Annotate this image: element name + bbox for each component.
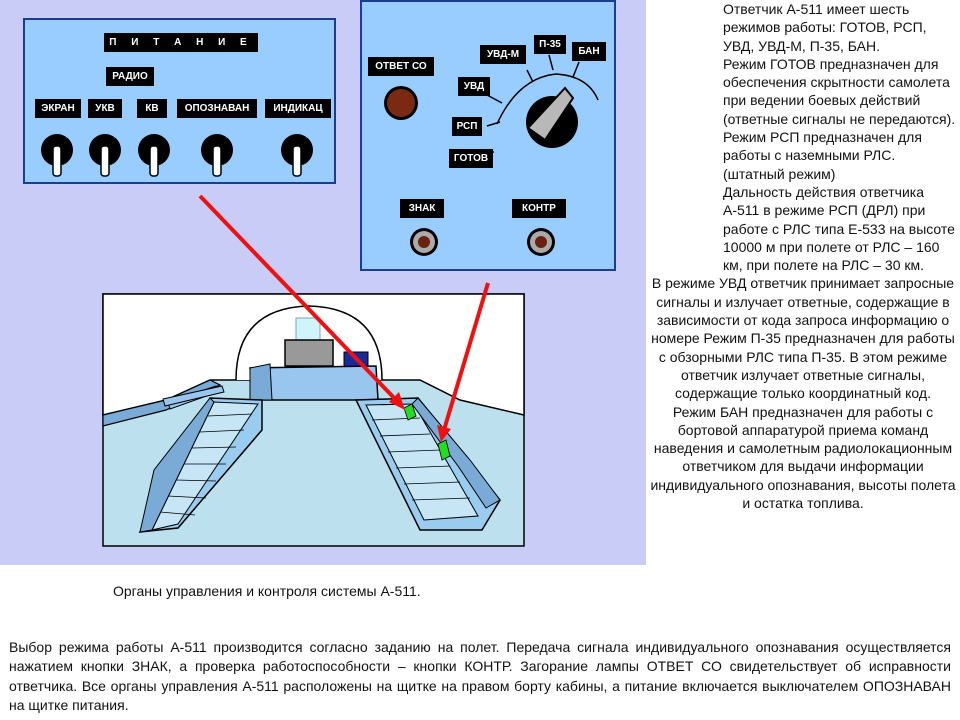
figure-caption: Органы управления и контроля системы А-5… [113, 583, 421, 599]
power-panel: П И Т А Н И Е РАДИО ЭКРАН УКВ КВ ОПОЗНАВ… [23, 18, 336, 184]
ukv-toggle-switch[interactable] [87, 132, 123, 178]
kv-toggle-switch[interactable] [136, 132, 172, 178]
otvet-so-label: ОТВЕТ СО [368, 57, 434, 76]
indikac-label: ИНДИКАЦ [265, 99, 331, 118]
bottom-paragraph: Выбор режима работы А-511 производится с… [9, 639, 951, 714]
mode-rsp-label[interactable]: РСП [452, 117, 482, 136]
desc-para-2: Режим ГОТОВ предназначен для обеспечения… [723, 55, 956, 127]
mode-uvd-label[interactable]: УВД [458, 77, 490, 96]
opoznavan-toggle-switch[interactable] [199, 132, 235, 178]
kontr-label: КОНТР [512, 199, 566, 218]
mode-p35-label[interactable]: П-35 [534, 35, 566, 54]
ukv-label: УКВ [88, 99, 122, 118]
power-title-label: П И Т А Н И Е [104, 33, 258, 52]
desc-para-1: Ответчик А-511 имеет шесть режимов работ… [723, 1, 927, 54]
kv-label: КВ [137, 99, 167, 118]
radio-label: РАДИО [106, 67, 154, 86]
mode-description-text: Ответчик А-511 имеет шесть режимов работ… [646, 0, 960, 595]
desc-para-5: В режиме УВД ответчик принимает запросны… [651, 275, 955, 402]
mode-ban-label[interactable]: БАН [572, 42, 606, 61]
transponder-panel: ОТВЕТ СО ГОТОВ РСП УВД УВД-М П-35 БАН ЗН… [360, 0, 616, 271]
mode-gotov-label[interactable]: ГОТОВ [449, 149, 493, 168]
mode-uvd-m-label[interactable]: УВД-М [480, 45, 526, 64]
znak-label: ЗНАК [400, 199, 444, 218]
indikac-toggle-switch[interactable] [279, 132, 315, 178]
desc-para-6: Режим БАН предназначен для работы с борт… [650, 403, 956, 512]
desc-para-3: Режим РСП предназначен для работы с назе… [723, 129, 922, 182]
ekran-label: ЭКРАН [35, 99, 81, 118]
desc-para-4: Дальность действия ответчика А-511 в реж… [723, 183, 955, 274]
ekran-toggle-switch[interactable] [39, 132, 75, 178]
opoznavan-label: ОПОЗНАВАН [177, 99, 257, 118]
